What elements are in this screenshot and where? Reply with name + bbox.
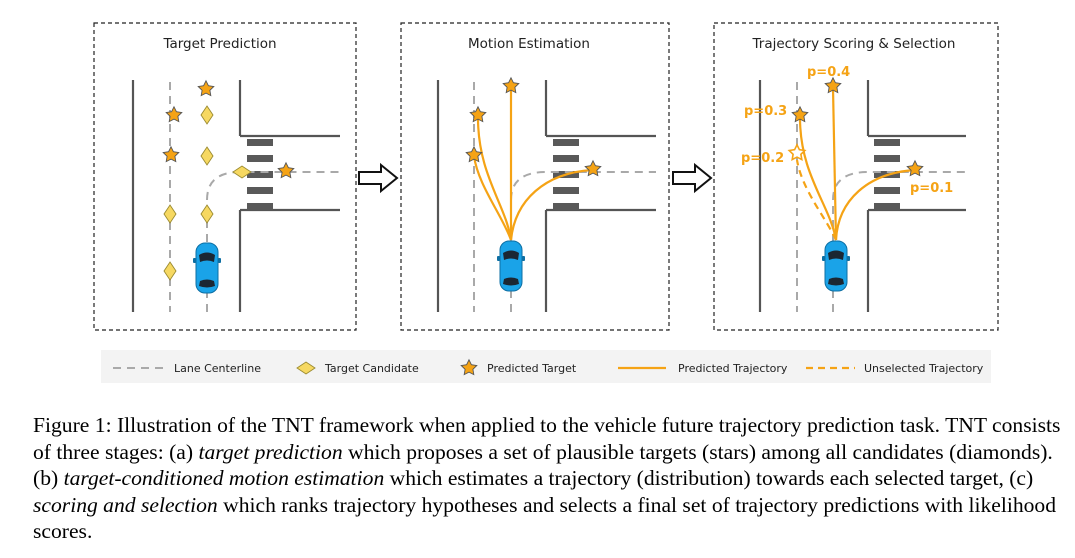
star-outline-icon (787, 142, 807, 162)
star-icon (277, 162, 295, 179)
star-icon (791, 106, 809, 123)
lane-centerlines (796, 82, 966, 312)
panel-target-prediction: Target Prediction (93, 22, 357, 331)
car-icon (496, 240, 526, 292)
prob-label: p=0.4 (807, 65, 850, 80)
predicted-trajectories (472, 88, 593, 241)
panel-title-c: Trajectory Scoring & Selection (752, 36, 956, 52)
star-icon (197, 80, 215, 97)
prob-label: p=0.3 (744, 104, 787, 119)
diamond-icon (200, 146, 214, 166)
prob-label: p=0.2 (741, 151, 784, 166)
star-icon (906, 160, 924, 177)
diamond-icon (200, 204, 214, 224)
star-icon (584, 160, 602, 177)
legend-target-candidate: Target Candidate (324, 362, 419, 375)
legend-lane-centerline: Lane Centerline (174, 362, 261, 375)
panel-trajectory-scoring: Trajectory Scoring & Selection p=0.4 (713, 22, 999, 331)
road-edges (131, 80, 340, 312)
car-icon (821, 240, 851, 292)
car-icon (192, 242, 222, 294)
tnt-figure: Target Prediction (93, 22, 999, 383)
predicted-targets (465, 77, 602, 177)
figure-caption: Figure 1: Illustration of the TNT framew… (33, 413, 1061, 544)
prob-label: p=0.1 (910, 181, 953, 196)
star-icon (824, 77, 842, 94)
road-edges (758, 80, 966, 312)
arrow-right-icon (672, 164, 712, 192)
legend-predicted-trajectory: Predicted Trajectory (678, 362, 788, 375)
diamond-icon (163, 204, 177, 224)
diamond-icon (163, 261, 177, 281)
star-icon (469, 106, 487, 123)
panel-motion-estimation: Motion Estimation (400, 22, 670, 331)
selected-trajectories (798, 87, 916, 241)
panel-title-b: Motion Estimation (468, 36, 590, 52)
star-icon (162, 146, 180, 163)
star-icon (465, 146, 483, 163)
crosswalk (247, 139, 273, 210)
star-icon (165, 106, 183, 123)
legend-unselected-trajectory: Unselected Trajectory (864, 362, 984, 375)
predicted-targets (162, 80, 295, 179)
panel-title-a: Target Prediction (162, 36, 276, 52)
star-icon (502, 77, 520, 94)
unselected-trajectory (795, 159, 838, 241)
legend: Lane Centerline Target Candidate Predict… (101, 350, 991, 383)
legend-predicted-target: Predicted Target (487, 362, 577, 375)
predicted-targets (787, 77, 924, 177)
arrow-right-icon (358, 164, 398, 192)
diamond-icon (200, 105, 214, 125)
road-edges (436, 80, 656, 312)
